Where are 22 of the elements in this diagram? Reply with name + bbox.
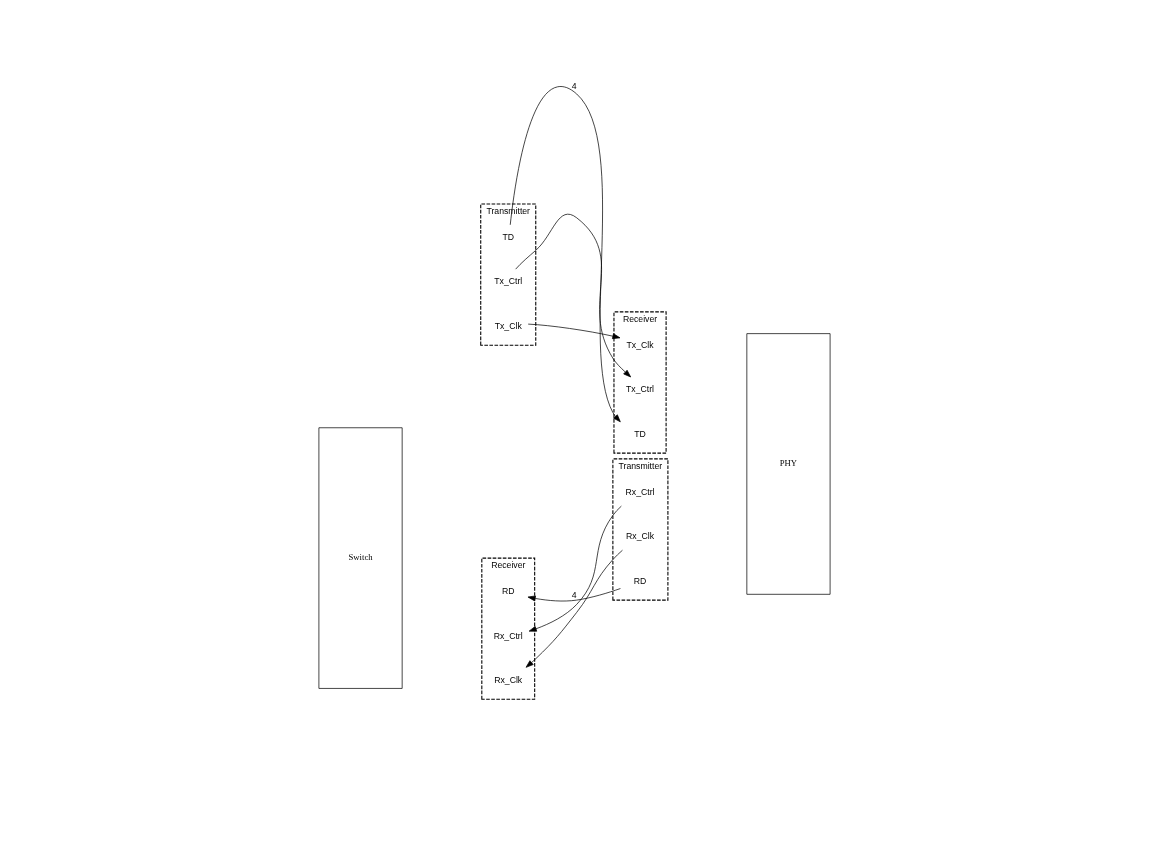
arrow [515,213,632,378]
arrow [525,549,623,668]
edge-label: 4 [571,81,577,92]
node-box: Switch [318,427,403,689]
node-text: Tx_Clk [494,320,522,331]
node-text: Rx_Clk [494,674,523,685]
node-text: Rx_Clk [626,531,655,542]
arrow [527,588,621,602]
node-text: Tx_Ctrl [494,276,523,287]
node-text: TD [634,428,646,439]
node-text: Tx_Clk [626,340,654,351]
arrow [509,86,621,423]
arrow [528,505,622,632]
node-text: Rx_Ctrl [625,487,655,498]
node-text: RD [501,586,515,597]
node-text: RD [633,575,647,586]
edge-label: 4 [571,589,577,600]
node-text: Tx_Ctrl [626,384,655,395]
node-box: PHY [746,333,831,595]
node-text: TD [502,232,515,243]
node-text: Rx_Ctrl [493,630,523,641]
arrow [527,323,621,339]
